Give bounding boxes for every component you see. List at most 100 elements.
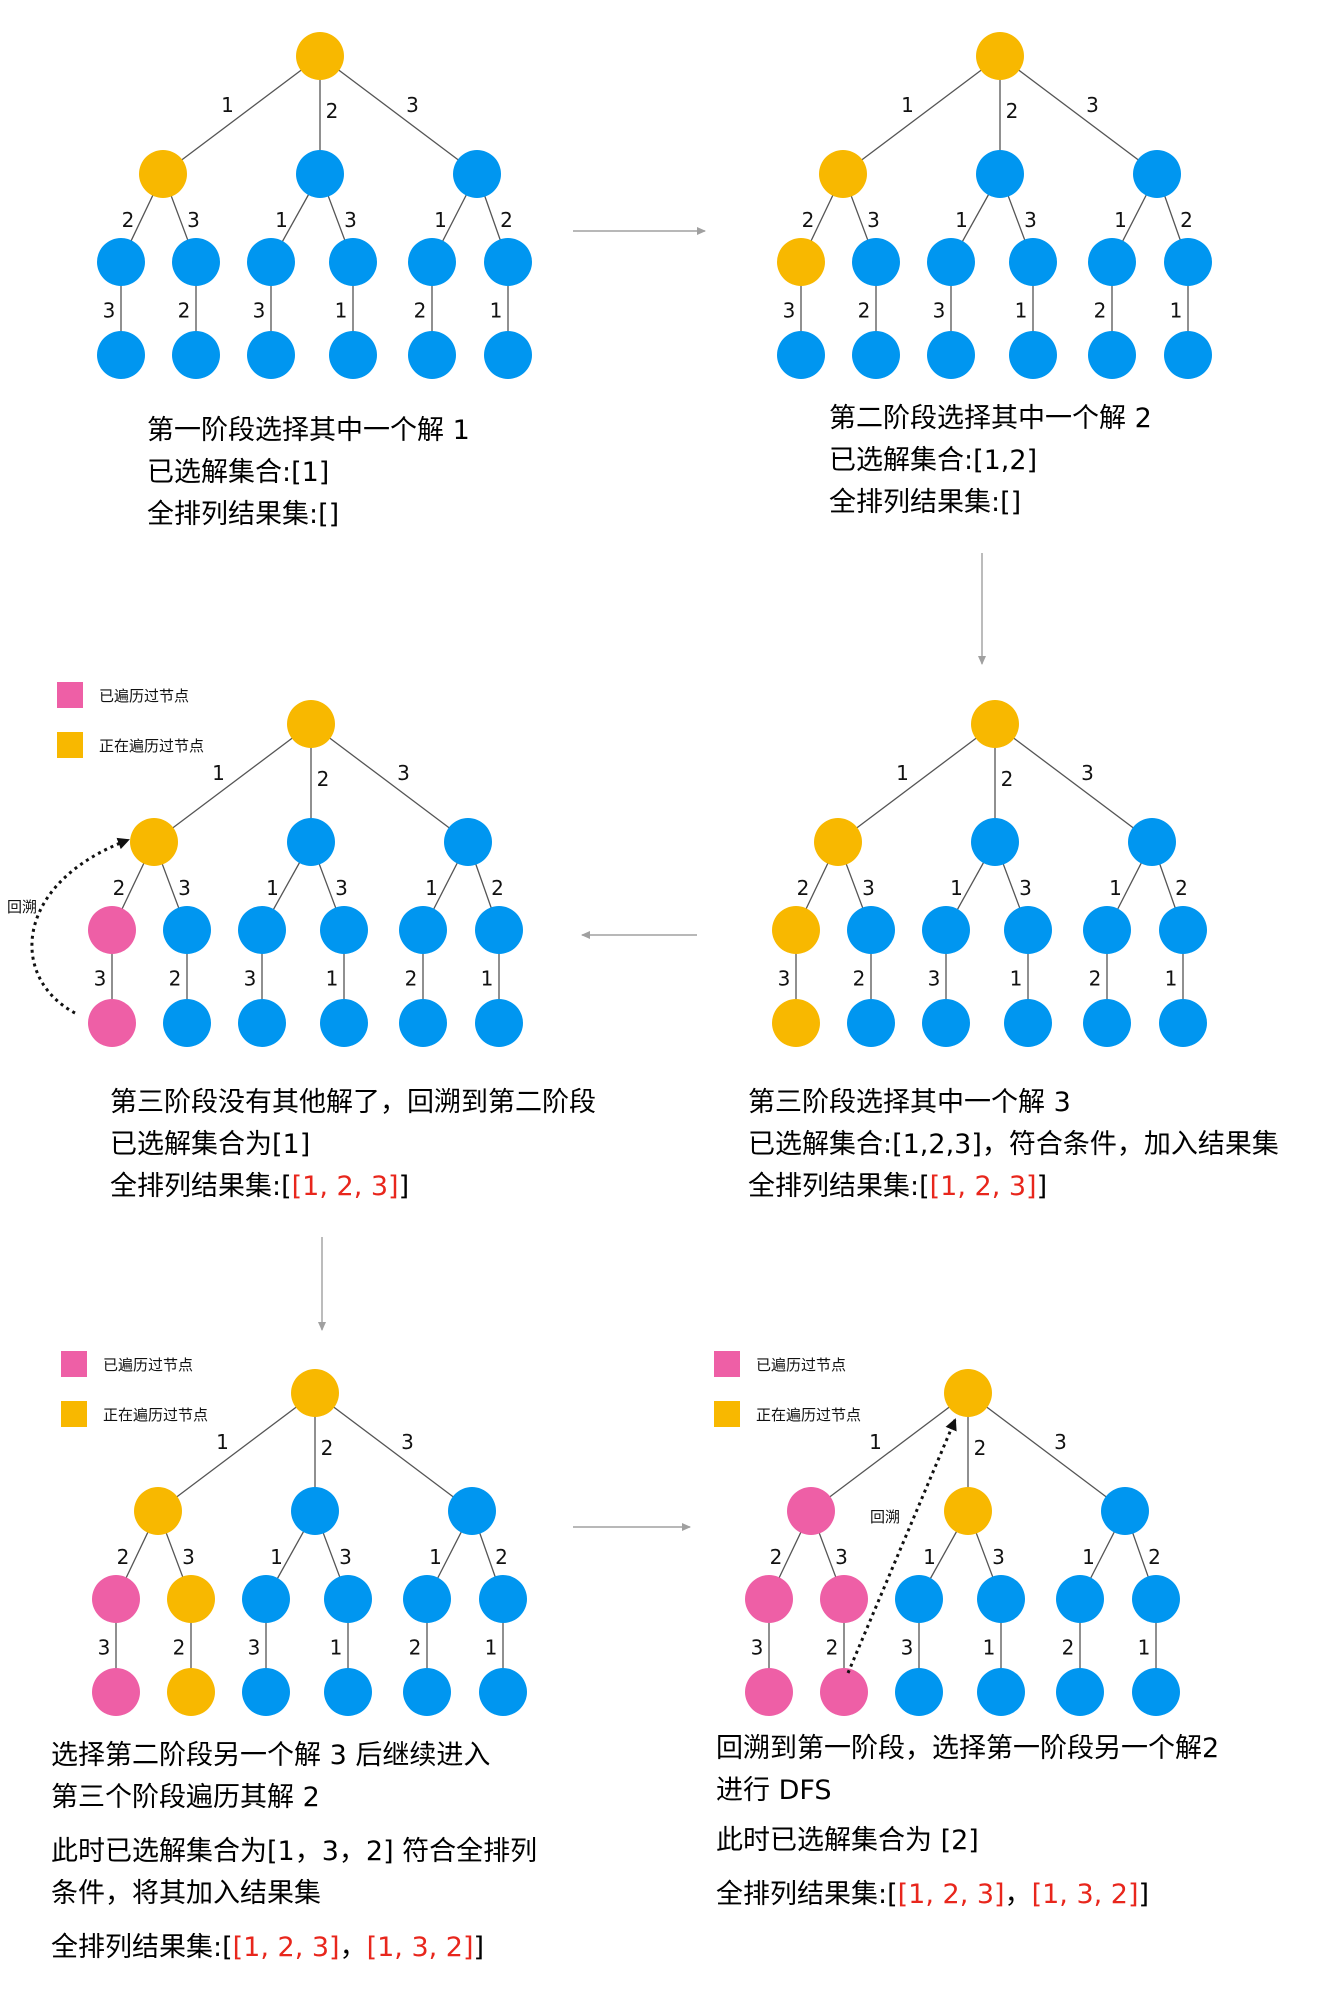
unvisited-node bbox=[399, 999, 447, 1047]
edge-label: 3 bbox=[1086, 93, 1099, 117]
unvisited-node bbox=[484, 238, 532, 286]
unvisited-node bbox=[324, 1575, 372, 1623]
legend-current-label: 正在遍历过节点 bbox=[756, 1406, 861, 1424]
unvisited-node bbox=[1164, 331, 1212, 379]
unvisited-node bbox=[1164, 238, 1212, 286]
unvisited-node bbox=[1101, 1487, 1149, 1535]
caption-line: 全排列结果集:[[1, 2, 3]] bbox=[110, 1166, 409, 1208]
edge-label: 2 bbox=[802, 208, 815, 232]
edge-label: 3 bbox=[933, 299, 946, 323]
tree-edge bbox=[157, 1392, 316, 1512]
unvisited-node bbox=[479, 1668, 527, 1716]
unvisited-node bbox=[847, 906, 895, 954]
unvisited-node bbox=[1009, 331, 1057, 379]
edge-label: 2 bbox=[500, 208, 513, 232]
edge-label: 1 bbox=[216, 1430, 229, 1454]
edge-label: 3 bbox=[98, 1636, 111, 1660]
caption-text: 已选解集合:[1] bbox=[147, 457, 330, 488]
edge-label: 3 bbox=[406, 93, 419, 117]
edge-label: 3 bbox=[253, 299, 266, 323]
tree-edge bbox=[842, 55, 1001, 175]
edge-label: 1 bbox=[1109, 876, 1122, 900]
visited-node bbox=[820, 1668, 868, 1716]
edge-label: 2 bbox=[173, 1636, 186, 1660]
caption-text: 全排列结果集:[] bbox=[829, 487, 1022, 518]
edge-label: 3 bbox=[901, 1636, 914, 1660]
edge-label: 3 bbox=[778, 967, 791, 991]
edge-label: 1 bbox=[330, 1636, 343, 1660]
edge-label: 2 bbox=[770, 1545, 783, 1569]
edge-label: 1 bbox=[901, 93, 914, 117]
unvisited-node bbox=[238, 999, 286, 1047]
unvisited-node bbox=[922, 906, 970, 954]
edge-label: 2 bbox=[974, 1436, 987, 1460]
tree-edge bbox=[310, 723, 469, 843]
edge-label: 1 bbox=[425, 876, 438, 900]
edge-label: 2 bbox=[122, 208, 135, 232]
current-node bbox=[772, 999, 820, 1047]
edge-label: 3 bbox=[928, 967, 941, 991]
caption-line: 已选解集合为[1] bbox=[110, 1124, 310, 1166]
unvisited-node bbox=[1009, 238, 1057, 286]
edge-label: 2 bbox=[405, 967, 418, 991]
unvisited-node bbox=[976, 150, 1024, 198]
caption-text: 全排列结果集:[ bbox=[110, 1171, 292, 1202]
unvisited-node bbox=[448, 1487, 496, 1535]
current-node bbox=[167, 1668, 215, 1716]
unvisited-node bbox=[1056, 1668, 1104, 1716]
caption-text: 第三阶段选择其中一个解 3 bbox=[748, 1087, 1071, 1118]
visited-node bbox=[787, 1487, 835, 1535]
unvisited-node bbox=[1088, 331, 1136, 379]
edge-label: 3 bbox=[397, 761, 410, 785]
legend-visited-label: 已遍历过节点 bbox=[99, 687, 189, 705]
unvisited-node bbox=[1132, 1668, 1180, 1716]
edge-label: 3 bbox=[182, 1545, 195, 1569]
unvisited-node bbox=[291, 1487, 339, 1535]
edge-label: 3 bbox=[783, 299, 796, 323]
caption-line: 已选解集合:[1,2,3]，符合条件，加入结果集 bbox=[748, 1124, 1279, 1166]
edge-label: 2 bbox=[409, 1636, 422, 1660]
caption-line: 选择第二阶段另一个解 3 后继续进入 bbox=[51, 1735, 490, 1777]
backtrack-label: 回溯 bbox=[7, 898, 37, 916]
edge-label: 1 bbox=[434, 208, 447, 232]
unvisited-node bbox=[847, 999, 895, 1047]
edge-label: 2 bbox=[317, 767, 330, 791]
edge-label: 1 bbox=[955, 208, 968, 232]
caption-line: 第三阶段没有其他解了，回溯到第二阶段 bbox=[110, 1082, 596, 1124]
caption-line: 第三个阶段遍历其解 2 bbox=[51, 1777, 320, 1819]
unvisited-node bbox=[242, 1668, 290, 1716]
current-node bbox=[944, 1487, 992, 1535]
edge-label: 3 bbox=[835, 1545, 848, 1569]
edge-label: 1 bbox=[221, 93, 234, 117]
edge-label: 1 bbox=[485, 1636, 498, 1660]
visited-node bbox=[92, 1668, 140, 1716]
edge-label: 1 bbox=[335, 299, 348, 323]
current-node bbox=[296, 32, 344, 80]
tree-edge bbox=[810, 1392, 969, 1512]
legend-visited-label: 已遍历过节点 bbox=[756, 1356, 846, 1374]
unvisited-node bbox=[403, 1575, 451, 1623]
edge-label: 3 bbox=[248, 1636, 261, 1660]
tree-edge bbox=[967, 1392, 1126, 1512]
edge-label: 1 bbox=[923, 1545, 936, 1569]
edge-label: 2 bbox=[1148, 1545, 1161, 1569]
unvisited-node bbox=[97, 331, 145, 379]
visited-node bbox=[88, 999, 136, 1047]
unvisited-node bbox=[475, 906, 523, 954]
current-node bbox=[134, 1487, 182, 1535]
caption-line: 全排列结果集:[] bbox=[147, 494, 339, 536]
result-entry: [1, 3, 2] bbox=[366, 1932, 474, 1963]
unvisited-node bbox=[479, 1575, 527, 1623]
unvisited-node bbox=[242, 1575, 290, 1623]
legend-current-swatch bbox=[57, 732, 83, 758]
edge-label: 2 bbox=[1062, 1636, 1075, 1660]
unvisited-node bbox=[1132, 1575, 1180, 1623]
backtrack-label: 回溯 bbox=[870, 1508, 900, 1526]
edge-label: 1 bbox=[326, 967, 339, 991]
unvisited-node bbox=[1056, 1575, 1104, 1623]
unvisited-node bbox=[927, 331, 975, 379]
unvisited-node bbox=[1004, 999, 1052, 1047]
